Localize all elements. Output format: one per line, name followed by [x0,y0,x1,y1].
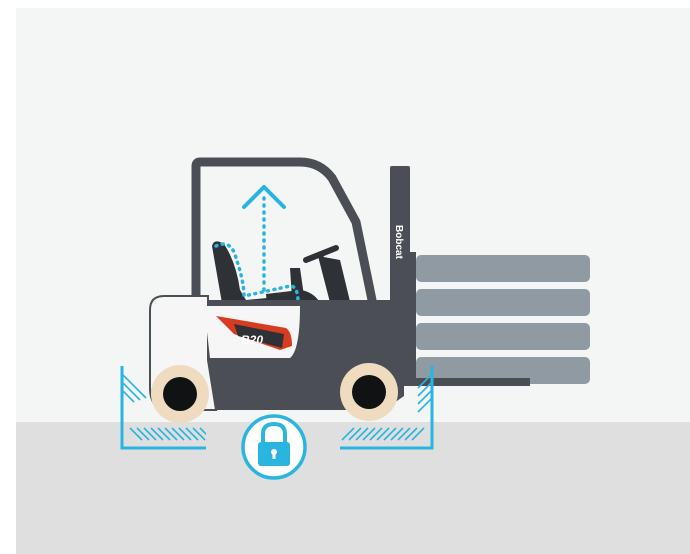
brand-text: Bobcat [393,225,404,260]
front-wheel [340,363,398,421]
rear-wheel [151,365,209,423]
floor [16,422,690,554]
lock-icon [243,416,305,478]
bobcat-logo-icon: Bobcat [393,225,404,260]
model-text: B20 [241,333,263,347]
